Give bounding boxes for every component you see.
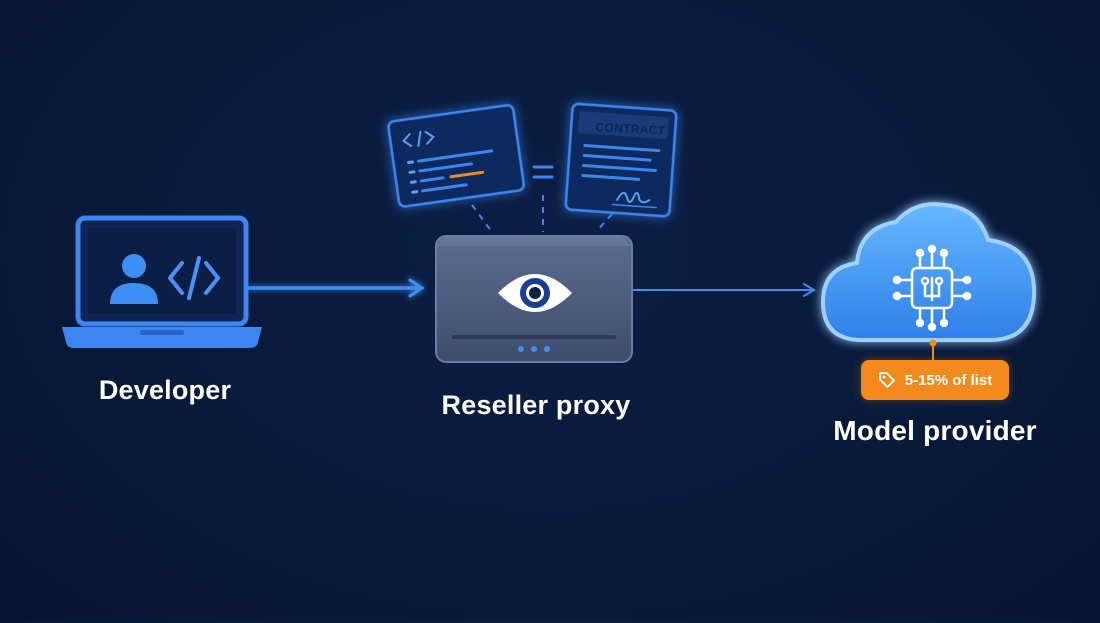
- eye-icon: [498, 274, 572, 312]
- user-icon: [110, 254, 158, 304]
- contract-document-icon: [564, 102, 678, 218]
- badge-connector: [929, 339, 937, 362]
- ai-chip-icon: [892, 244, 972, 332]
- developer-label: Developer: [98, 375, 232, 405]
- forward-arrow: [633, 283, 816, 297]
- price-badge: 5-15% of list: [861, 360, 1009, 400]
- document-connectors: [471, 195, 613, 233]
- price-badge-text: 5-15% of list: [904, 371, 993, 389]
- laptop-icon: [62, 215, 262, 348]
- equals-icon: [532, 165, 554, 179]
- code-icon: [168, 256, 220, 300]
- signature-icon: [611, 191, 657, 209]
- model-provider-label: Model provider: [833, 415, 1037, 446]
- code-document-icon: [387, 104, 525, 208]
- request-arrow: [248, 278, 425, 298]
- price-tag-icon: [878, 372, 895, 388]
- cloud-icon: [820, 202, 1037, 342]
- reseller-proxy-label: Reseller proxy: [441, 390, 631, 420]
